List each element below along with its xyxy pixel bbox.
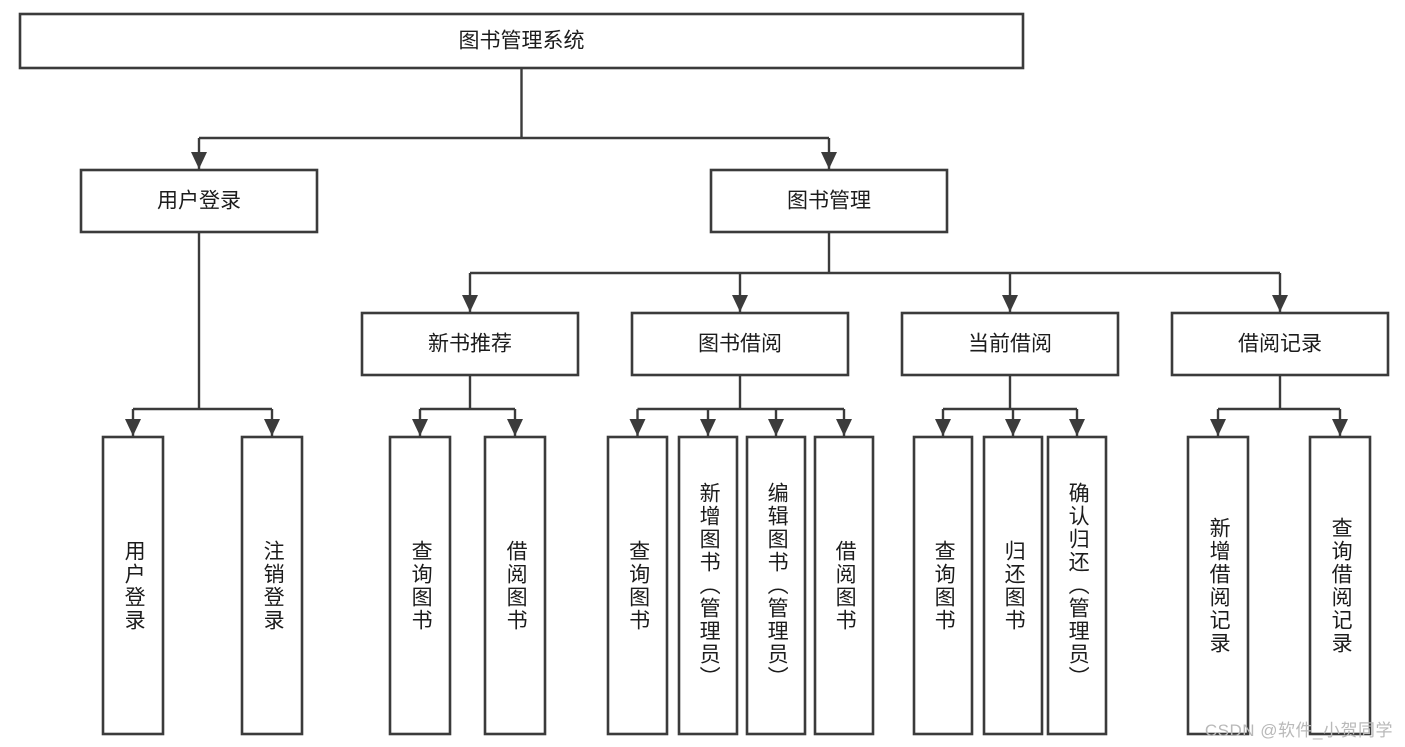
level3-label-3: 借阅记录 — [1238, 333, 1322, 356]
level3-box-2[interactable] — [900, 311, 1120, 377]
leaf-box-12[interactable] — [1308, 435, 1372, 736]
leaf-box-4[interactable] — [606, 435, 669, 736]
leaf-box-7[interactable] — [813, 435, 875, 736]
arrow-leaf-1-1 — [507, 419, 523, 436]
level3-box-3[interactable] — [1170, 311, 1390, 377]
level3-label-0: 新书推荐 — [428, 333, 512, 356]
level2-label-0: 用户登录 — [157, 190, 241, 213]
arrow-leaf-0-1 — [264, 419, 280, 436]
arrow-leaf-3-0 — [935, 419, 951, 436]
arrow-leaf-2-3 — [836, 419, 852, 436]
level2-label-1: 图书管理 — [787, 190, 871, 213]
arrow-book-mgmt-to-level3-1 — [732, 295, 748, 312]
arrow-root-to-level2-0 — [191, 152, 207, 169]
arrow-root-to-level2-1 — [821, 152, 837, 169]
leaf-box-5[interactable] — [677, 435, 739, 736]
watermark: CSDN @软件_小贺同学 — [1204, 721, 1393, 740]
leaf-box-10[interactable] — [1046, 435, 1108, 736]
level3-box-0[interactable] — [360, 311, 580, 377]
level2-box-1[interactable] — [709, 168, 949, 234]
arrow-leaf-2-2 — [768, 419, 784, 436]
root-label-0: 图书管理系统 — [459, 30, 585, 53]
arrow-book-mgmt-to-level3-2 — [1002, 295, 1018, 312]
leaf-box-1[interactable] — [240, 435, 304, 736]
leaf-box-9[interactable] — [982, 435, 1044, 736]
leaf-box-3[interactable] — [483, 435, 547, 736]
leaf-box-11[interactable] — [1186, 435, 1250, 736]
arrow-leaf-4-1 — [1332, 419, 1348, 436]
arrow-leaf-2-0 — [629, 419, 646, 436]
node-box-layer — [18, 12, 1390, 736]
arrow-leaf-1-0 — [412, 419, 428, 436]
connector-layer — [125, 68, 1348, 436]
arrow-leaf-0-0 — [125, 419, 141, 436]
level3-box-1[interactable] — [630, 311, 850, 377]
arrow-leaf-3-1 — [1005, 419, 1021, 436]
level3-label-1: 图书借阅 — [698, 333, 782, 356]
arrow-leaf-3-2 — [1069, 419, 1085, 436]
arrow-leaf-4-0 — [1210, 419, 1226, 436]
arrow-book-mgmt-to-level3-0 — [462, 295, 478, 312]
leaf-box-2[interactable] — [388, 435, 452, 736]
level3-label-2: 当前借阅 — [968, 333, 1052, 356]
leaf-box-8[interactable] — [912, 435, 974, 736]
arrow-book-mgmt-to-level3-3 — [1272, 295, 1288, 312]
leaf-box-0[interactable] — [101, 435, 165, 736]
level2-box-0[interactable] — [79, 168, 319, 234]
root-box-0[interactable] — [18, 12, 1025, 70]
leaf-box-6[interactable] — [745, 435, 807, 736]
arrow-leaf-2-1 — [700, 419, 716, 436]
